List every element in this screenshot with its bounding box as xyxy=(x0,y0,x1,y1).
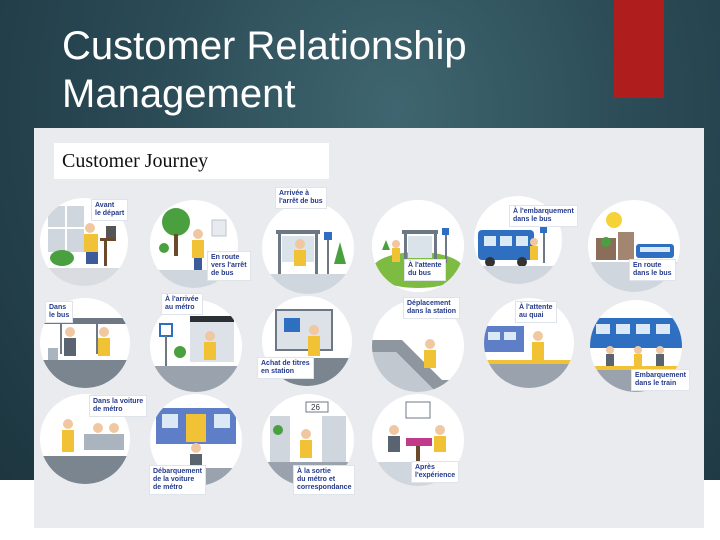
step-label-text: À l'embarquement xyxy=(513,208,574,215)
step-label-7: Dans le bus xyxy=(46,302,73,322)
step-label-text: Dans xyxy=(49,304,67,311)
step-label-text: Débarquement xyxy=(153,468,203,475)
step-label-text: dans la station xyxy=(407,308,457,315)
step-label-4: En route vers l'arrêt de bus xyxy=(208,252,250,280)
step-label-text: le départ xyxy=(95,210,125,217)
step-label-text: au métro xyxy=(165,304,195,311)
step-label-text: dans le bus xyxy=(513,216,552,223)
step-label-9: Déplacement dans la station xyxy=(404,298,460,318)
step-label-text: en station xyxy=(261,368,295,375)
step-label-text: correspondance xyxy=(297,484,352,491)
step-label-11: Achat de titres en station xyxy=(258,358,313,378)
step-label-text: l'arrêt de bus xyxy=(279,198,323,205)
step-label-13: Dans la voiture de métro xyxy=(90,396,147,416)
step-label-text: Après xyxy=(415,464,435,471)
step-label-text: À l'attente xyxy=(408,262,442,269)
accent-bar xyxy=(614,0,664,98)
step-label-text: Déplacement xyxy=(407,300,451,307)
step-label-8: À l'arrivée au métro xyxy=(162,294,202,314)
step-label-text: À la sortie xyxy=(297,468,331,475)
title-line-1: Customer Relationship xyxy=(62,24,467,68)
step-label-text: au quai xyxy=(519,312,544,319)
step-label-text: À l'arrivée xyxy=(165,296,199,303)
bus-shelter-illustration xyxy=(262,230,354,294)
step-label-12: Embarquement dans le train xyxy=(632,370,689,390)
step-label-14: Débarquement de la voiture de métro xyxy=(150,466,206,494)
step-label-text: En route xyxy=(211,254,240,261)
step-label-15: À la sortie du métro et correspondance xyxy=(294,466,355,494)
step-label-text: À l'attente xyxy=(519,304,553,311)
step-label-text: Embarquement xyxy=(635,372,686,379)
step-label-text: vers l'arrêt xyxy=(211,262,247,269)
slide-title: Customer Relationship Management xyxy=(62,22,582,118)
step-label-1: Avant le départ xyxy=(92,200,128,220)
step-label-3: À l'embarquement dans le bus xyxy=(510,206,577,226)
step-label-text: de bus xyxy=(211,270,234,277)
step-label-text: le bus xyxy=(49,312,70,319)
step-label-text: Dans la voiture xyxy=(93,398,144,405)
step-label-5: À l'attente du bus xyxy=(405,260,445,280)
step-label-text: dans le train xyxy=(635,380,677,387)
step-label-text: Avant xyxy=(95,202,115,209)
step-label-text: du bus xyxy=(408,270,431,277)
station-sign: 26 xyxy=(311,403,320,412)
step-label-text: l'expérience xyxy=(415,472,456,479)
step-label-text: de la voiture xyxy=(153,476,195,483)
step-label-text: du métro et xyxy=(297,476,336,483)
step-label-text: En route xyxy=(633,262,662,269)
step-label-text: de métro xyxy=(153,484,183,491)
step-label-10: À l'attente au quai xyxy=(516,302,556,322)
step-label-text: Arrivée à xyxy=(279,190,309,197)
step-label-6: En route dans le bus xyxy=(630,260,675,280)
panel-heading: Customer Journey xyxy=(54,143,329,179)
step-label-2: Arrivée à l'arrêt de bus xyxy=(276,188,326,208)
step-label-text: dans le bus xyxy=(633,270,672,277)
step-label-text: Achat de titres xyxy=(261,360,310,367)
scene-bus-stop-arrival xyxy=(262,202,354,294)
title-line-2: Management xyxy=(62,72,296,116)
step-label-text: de métro xyxy=(93,406,123,413)
bus-interior-illustration xyxy=(40,318,130,388)
step-label-16: Après l'expérience xyxy=(412,462,459,482)
